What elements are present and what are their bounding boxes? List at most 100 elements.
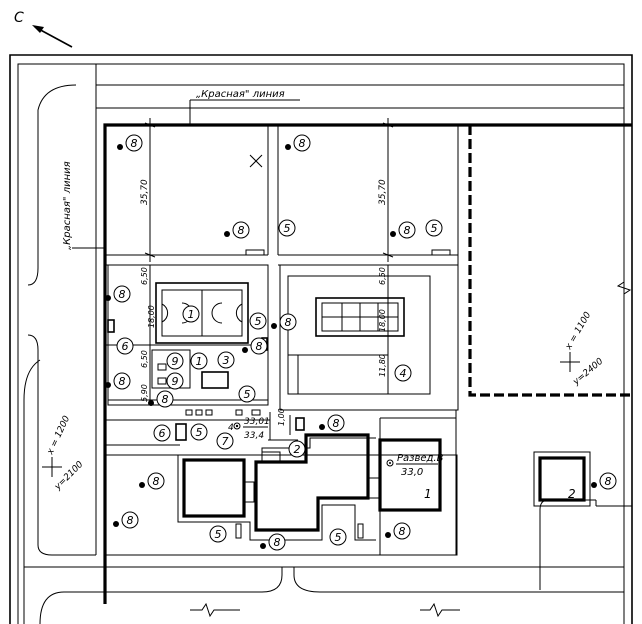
marker-8: 8: [139, 472, 165, 490]
marker-4: 4: [394, 364, 412, 382]
marker-dot: [271, 323, 277, 329]
elevation-num: 4: [228, 423, 234, 433]
marker-dot: [105, 295, 111, 301]
marker-number: 8: [162, 393, 169, 406]
marker-8: 8: [260, 533, 286, 551]
marker-6: 6: [116, 337, 134, 355]
marker-number: 8: [238, 224, 245, 237]
marker-number: 8: [131, 137, 138, 150]
marker-circle: [238, 385, 256, 403]
main-building: [182, 433, 442, 532]
marker-3: 3: [217, 351, 235, 369]
marker-circle: [147, 472, 165, 490]
marker-5: 5: [329, 528, 347, 546]
marker-number: 1: [196, 355, 203, 368]
survey-value: 33,0: [401, 467, 423, 478]
marker-number: 5: [244, 388, 251, 401]
marker-8: 8: [591, 472, 617, 490]
marker-8: 8: [271, 313, 297, 331]
marker-circle: [166, 372, 184, 390]
school-lot: [104, 410, 458, 556]
marker-circle: [121, 511, 139, 529]
building-number-small: 2: [568, 487, 576, 501]
survey-point: Развед.В 33,0: [386, 453, 444, 478]
marker-8: 8: [390, 221, 416, 239]
dim-1-00: 1,00: [277, 408, 286, 426]
marker-number: 7: [222, 435, 229, 448]
marker-number: 5: [215, 528, 222, 541]
marker-number: 8: [285, 316, 292, 329]
dim-18-00-left: 18,00: [147, 305, 156, 328]
neighbour-boundary: [457, 125, 632, 410]
sports-block-left: [105, 264, 269, 406]
marker-circle: [425, 219, 443, 237]
marker-circle: [250, 337, 268, 355]
marker-circle: [190, 352, 208, 370]
site-boundary: [9, 54, 633, 624]
marker-9: 9: [166, 372, 184, 390]
marker-circle: [393, 522, 411, 540]
dim-11-80: 11,80: [378, 354, 387, 377]
north-label: С: [14, 10, 24, 26]
marker-circle: [268, 533, 286, 551]
marker-number: 5: [255, 315, 262, 328]
marker-8: 8: [117, 134, 143, 152]
marker-circle: [153, 424, 171, 442]
marker-2: 2: [288, 440, 306, 458]
marker-1: 1: [182, 305, 200, 323]
marker-dot: [385, 532, 391, 538]
marker-number: 5: [196, 426, 203, 439]
marker-circle: [279, 313, 297, 331]
marker-number: 8: [256, 340, 263, 353]
marker-dot: [113, 521, 119, 527]
marker-number: 8: [399, 525, 406, 538]
upper-lots: [105, 118, 458, 266]
marker-number: 8: [605, 475, 612, 488]
marker-number: 8: [153, 475, 160, 488]
marker-5: 5: [249, 312, 267, 330]
marker-circle: [190, 423, 208, 441]
marker-circle: [249, 312, 267, 330]
marker-8: 8: [385, 522, 411, 540]
dim-18-00-right: 18,00: [378, 309, 387, 332]
marker-number: 5: [284, 222, 291, 235]
marker-circle: [182, 305, 200, 323]
marker-5: 5: [238, 385, 256, 403]
marker-8: 8: [285, 134, 311, 152]
marker-8: 8: [113, 511, 139, 529]
building-number-main: 1: [424, 487, 432, 501]
marker-dot: [148, 400, 154, 406]
coord-y2400: y=2400: [571, 356, 606, 387]
marker-circle: [288, 440, 306, 458]
marker-number: 8: [299, 137, 306, 150]
marker-number: 8: [404, 224, 411, 237]
marker-dot: [117, 144, 123, 150]
marker-circle: [394, 364, 412, 382]
red-line: [103, 123, 632, 604]
marker-dot: [319, 424, 325, 430]
marker-1: 1: [190, 352, 208, 370]
marker-circle: [327, 414, 345, 432]
marker-number: 6: [159, 427, 166, 440]
marker-number: 5: [335, 531, 342, 544]
marker-dot: [285, 144, 291, 150]
red-line-label-top: „Красная" линия: [196, 89, 285, 100]
dim-6-50-c: 6,50: [140, 350, 149, 368]
marker-circle: [113, 285, 131, 303]
marker-number: 8: [274, 536, 281, 549]
dim-5-90: 5,90: [140, 384, 149, 402]
marker-circle: [293, 134, 311, 152]
marker-number: 8: [119, 375, 126, 388]
coord-x1200: x = 1200: [45, 414, 72, 457]
marker-7: 7: [216, 432, 234, 450]
marker-9: 9: [166, 352, 184, 370]
marker-number: 9: [172, 375, 179, 388]
marker-number: 9: [172, 355, 179, 368]
marker-circle: [278, 219, 296, 237]
marker-8: 8: [224, 221, 250, 239]
marker-number: 5: [431, 222, 438, 235]
small-building: [533, 451, 632, 590]
north-arrow-icon: С: [14, 10, 73, 48]
